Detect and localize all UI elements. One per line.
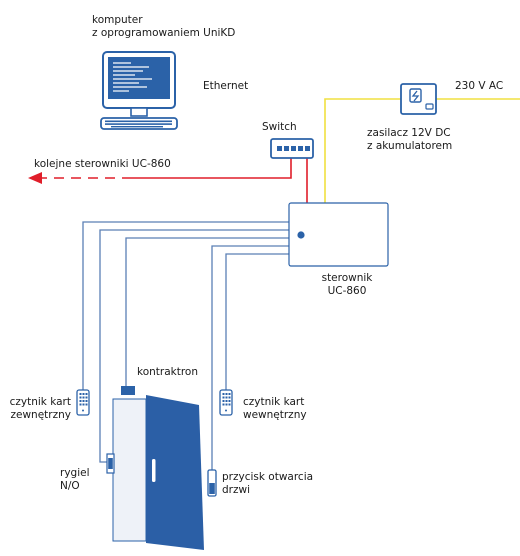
- dc-output-wire: [324, 98, 401, 203]
- desktop-computer-icon: [100, 51, 178, 130]
- switch-uplink-wire: [132, 158, 292, 179]
- door-icon: [146, 395, 204, 550]
- wire-contact: [125, 237, 289, 386]
- door-frame: [112, 398, 147, 542]
- contact-sensor-icon: [121, 386, 135, 395]
- reader-int-label-line2: wewnętrzny: [243, 409, 307, 421]
- exit-button-label-line1: przycisk otwarcia: [222, 471, 314, 483]
- network-switch-icon: [270, 138, 314, 159]
- ac-power-label: 230 V AC: [455, 80, 504, 92]
- wire-reader-int: [225, 253, 289, 390]
- wire-exit-button: [211, 245, 289, 470]
- computer-label-line2: z oprogramowaniem UniKD: [92, 27, 236, 39]
- signal-wires: [82, 221, 289, 470]
- bolt-lock-icon: [106, 453, 115, 474]
- lock-label-line2: N/O: [60, 480, 80, 492]
- more-controllers-arrow-icon: [28, 172, 42, 184]
- controller-box-icon: [288, 202, 389, 267]
- reader-ext-label-line1: czytnik kart: [9, 396, 71, 408]
- lock-label-line1: rygiel: [60, 467, 90, 479]
- more-controllers-label: kolejne sterowniki UC-860: [34, 158, 171, 170]
- wire-lock: [99, 229, 289, 463]
- psu-label-line1: zasilacz 12V DC: [367, 127, 451, 139]
- ethernet-label: Ethernet: [203, 80, 249, 92]
- ethernet-wires: [28, 158, 308, 203]
- reader-ext-label-line2: zewnętrzny: [10, 409, 72, 421]
- psu-label-line2: z akumulatorem: [367, 140, 453, 152]
- controller-label-line2: UC-860: [327, 285, 367, 297]
- wire-reader-ext: [82, 221, 289, 390]
- power-wires: [324, 98, 520, 203]
- power-supply-icon: [400, 83, 437, 115]
- switch-label: Switch: [262, 121, 297, 133]
- card-reader-icon: [219, 389, 233, 416]
- exit-button-label-line2: drzwi: [222, 484, 250, 496]
- card-reader-icon: [76, 389, 90, 416]
- exit-button-icon: [207, 469, 217, 497]
- controller-label-line1: sterownik: [321, 272, 373, 284]
- contact-sensor-label: kontraktron: [137, 366, 199, 378]
- computer-label-line1: komputer: [92, 14, 143, 26]
- reader-int-label-line1: czytnik kart: [243, 396, 305, 408]
